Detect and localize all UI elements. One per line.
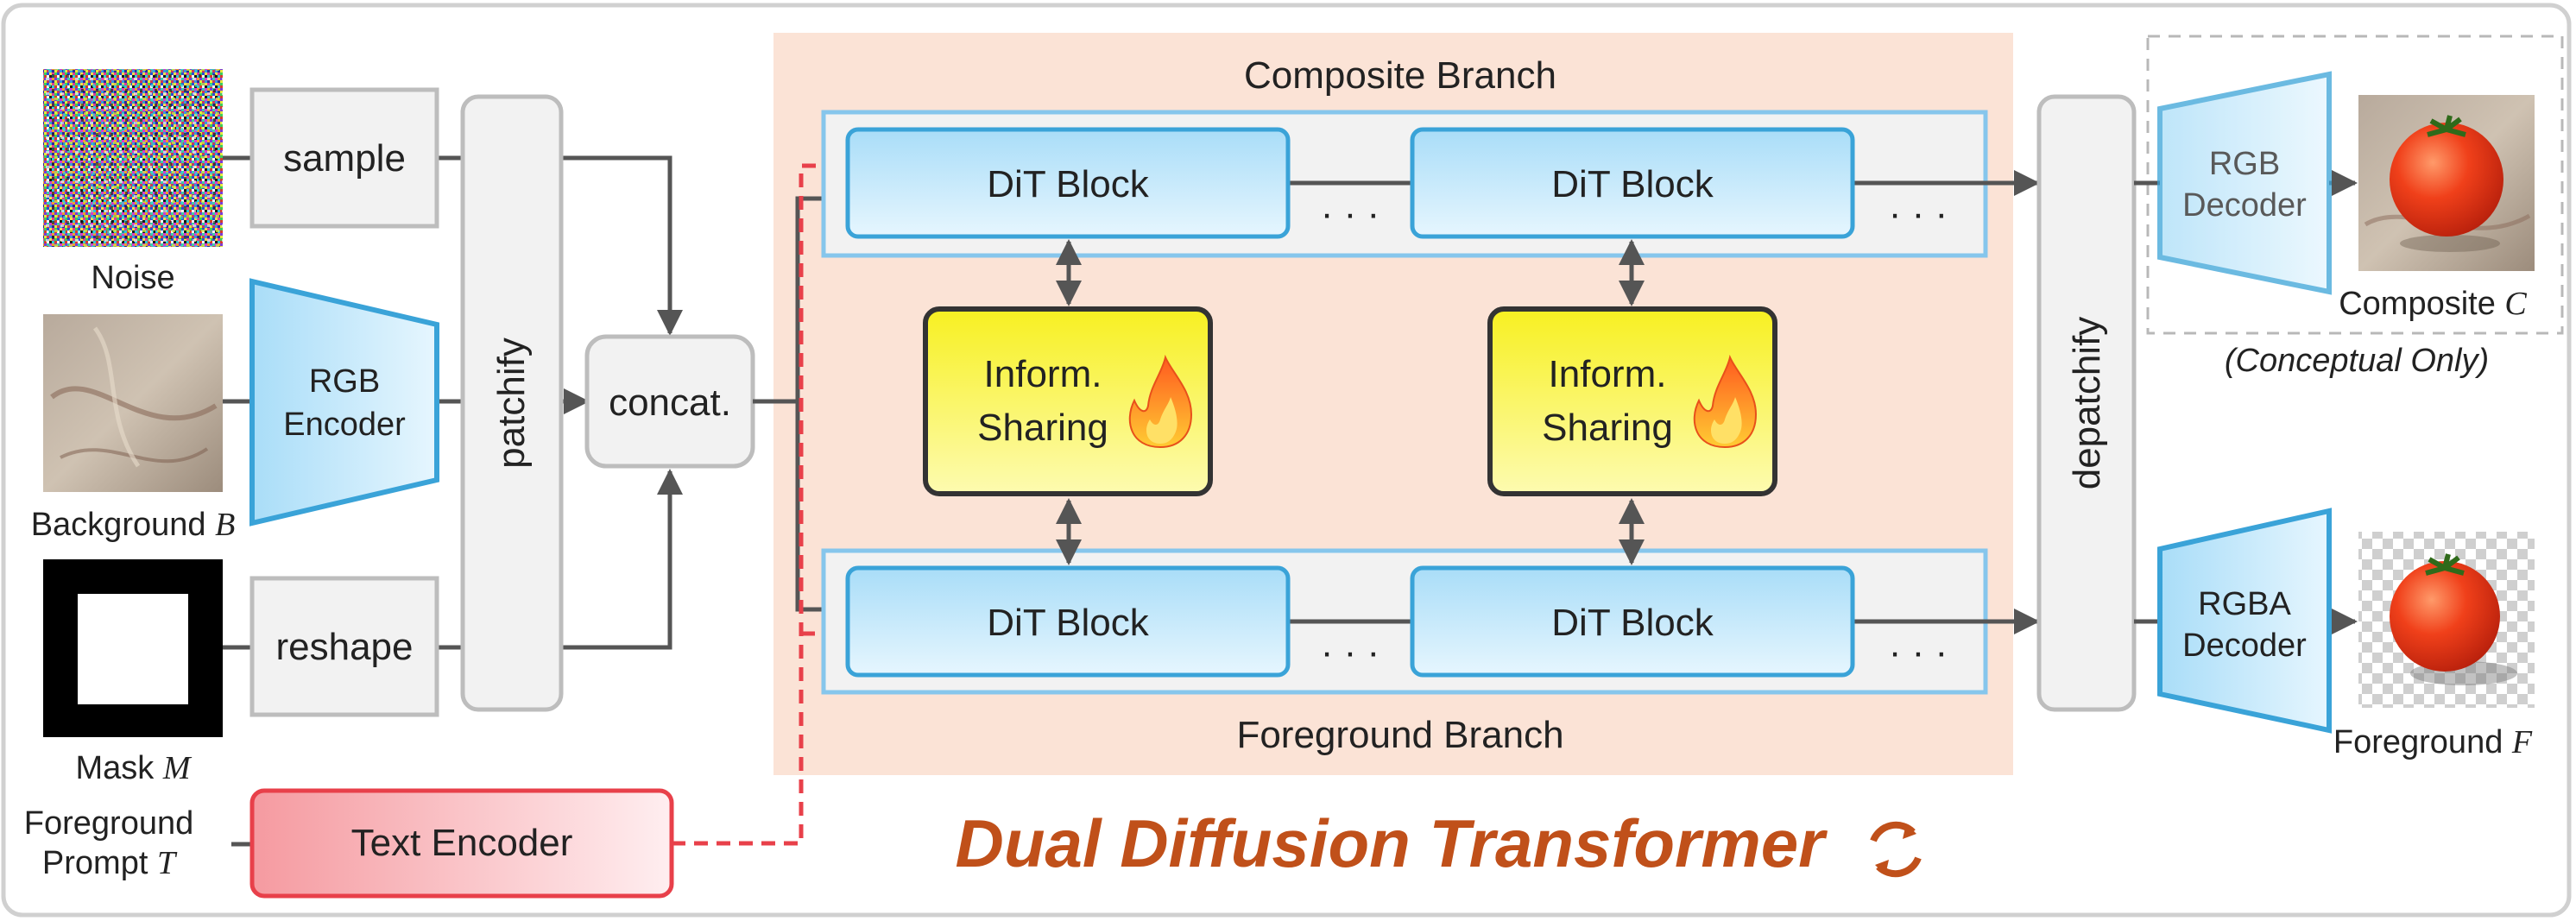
- dit-block-composite-1: DiT Block: [845, 127, 1291, 239]
- svg-text:Decoder: Decoder: [2182, 628, 2307, 664]
- sample-block: sample: [249, 87, 439, 229]
- fire-icon: [1128, 354, 1193, 449]
- svg-text:depatchify: depatchify: [2066, 317, 2108, 490]
- svg-text:sample: sample: [283, 137, 406, 180]
- svg-text:Decoder: Decoder: [2182, 187, 2307, 224]
- fire-icon: [1693, 354, 1758, 449]
- prompt-label-2: Prompt T: [42, 845, 178, 881]
- dit-block-composite-2: DiT Block: [1410, 127, 1855, 239]
- composite-label: Composite C: [2339, 286, 2527, 322]
- concat-block: concat.: [584, 334, 755, 469]
- text-encoder: Text Encoder: [249, 788, 674, 899]
- rgba-decoder: RGBA Decoder: [2157, 508, 2332, 734]
- mask-label: Mask M: [75, 750, 192, 786]
- svg-text:Inform.: Inform.: [1549, 353, 1667, 395]
- svg-text:reshape: reshape: [275, 626, 413, 668]
- depatchify-block: depatchify: [2036, 94, 2137, 712]
- transformer-title: Dual Diffusion Transformer: [956, 805, 1828, 881]
- inform-sharing-block-1: Inform. Sharing: [923, 306, 1213, 496]
- svg-text:concat.: concat.: [609, 382, 731, 424]
- svg-text:Encoder: Encoder: [283, 407, 406, 443]
- patchify-block: patchify: [460, 94, 564, 712]
- dit-block-foreground-1: DiT Block: [845, 565, 1291, 678]
- output-connectors: [2134, 170, 2358, 634]
- svg-text:RGB: RGB: [2209, 146, 2280, 182]
- ellipsis-foreground-1: · · ·: [1321, 631, 1380, 673]
- rgb-encoder: RGB Encoder: [249, 278, 439, 527]
- outer-frame: [1, 3, 2572, 918]
- svg-text:DiT Block: DiT Block: [1551, 602, 1714, 644]
- reshape-block: reshape: [249, 576, 439, 717]
- ellipsis-composite-2: · · ·: [1889, 192, 1948, 235]
- background-image: [43, 314, 223, 492]
- foreground-branch-title: Foreground Branch: [1236, 714, 1563, 756]
- inform-sharing-block-2: Inform. Sharing: [1487, 306, 1777, 496]
- svg-text:Sharing: Sharing: [977, 407, 1108, 449]
- svg-text:RGBA: RGBA: [2198, 586, 2291, 622]
- noise-label: Noise: [91, 260, 174, 296]
- composite-branch-title: Composite Branch: [1244, 54, 1556, 97]
- foreground-image: [2358, 532, 2535, 708]
- svg-text:Text Encoder: Text Encoder: [351, 822, 573, 864]
- svg-text:Inform.: Inform.: [984, 353, 1102, 395]
- svg-text:DiT Block: DiT Block: [987, 602, 1149, 644]
- foreground-label: Foreground F: [2333, 724, 2533, 760]
- sharing-arrows: [1056, 239, 1645, 565]
- conceptual-note: (Conceptual Only): [2225, 343, 2489, 379]
- prompt-label: Foreground: [24, 805, 193, 842]
- svg-text:Sharing: Sharing: [1542, 407, 1673, 449]
- left-connectors: [223, 155, 683, 847]
- svg-text:DiT Block: DiT Block: [1551, 163, 1714, 205]
- background-label: Background B: [31, 507, 236, 543]
- ellipsis-composite-1: · · ·: [1321, 192, 1380, 235]
- noise-image: [43, 69, 223, 247]
- dit-block-foreground-2: DiT Block: [1410, 565, 1855, 678]
- mask-image: [43, 559, 223, 737]
- svg-text:DiT Block: DiT Block: [987, 163, 1149, 205]
- svg-text:RGB: RGB: [309, 363, 380, 400]
- ellipsis-foreground-2: · · ·: [1889, 631, 1948, 673]
- svg-text:patchify: patchify: [490, 337, 533, 469]
- composite-image: [2358, 95, 2535, 271]
- rgb-decoder: RGB Decoder: [2157, 71, 2332, 295]
- branch-connectors: [1288, 170, 2040, 634]
- cycle-arrows-icon: [1870, 821, 1922, 878]
